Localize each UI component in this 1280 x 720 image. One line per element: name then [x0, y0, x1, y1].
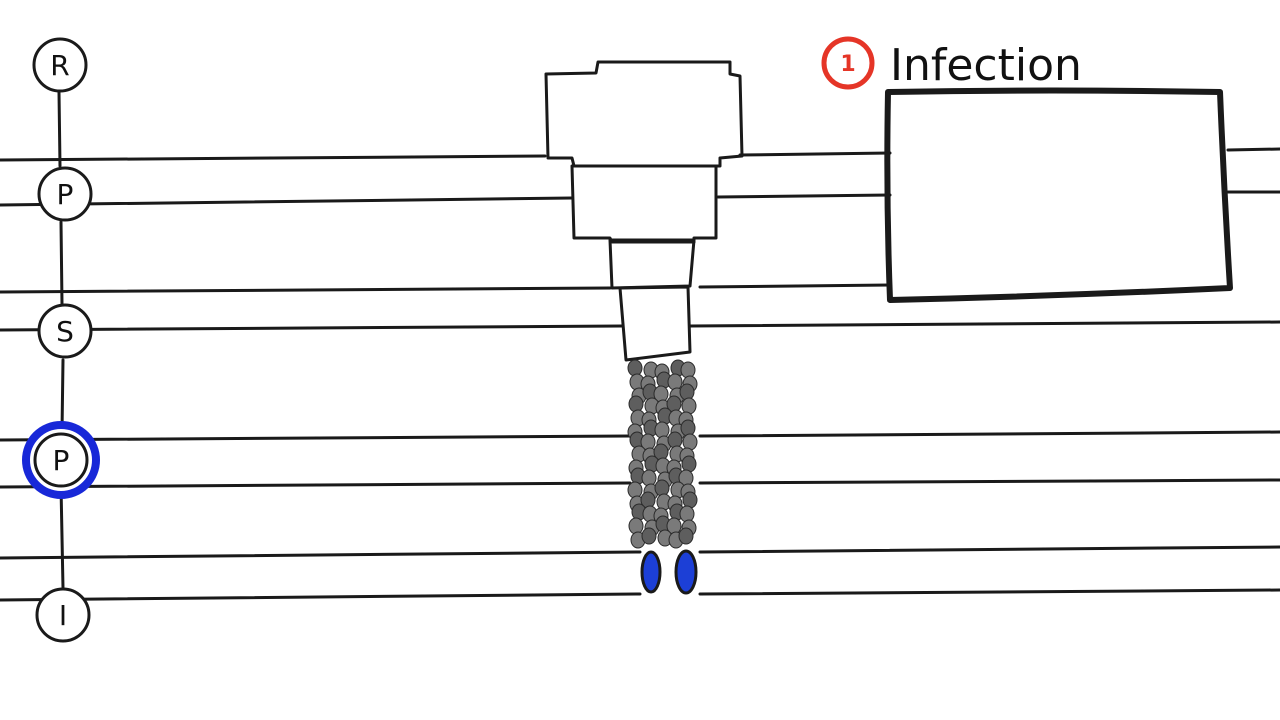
empty-content-box	[884, 87, 1233, 303]
stage-node-p-active-label: P	[53, 444, 70, 477]
stage-node-i-label: I	[59, 599, 67, 632]
figure-second-block	[570, 164, 718, 244]
cell	[628, 395, 644, 413]
cell	[682, 433, 698, 451]
stage-node-s-label: S	[56, 315, 74, 348]
cell	[627, 481, 643, 499]
step-title-text: Infection	[890, 40, 1082, 91]
cell	[627, 359, 643, 377]
stage-node-p-active[interactable]: P	[22, 421, 100, 499]
cell-cluster	[627, 359, 698, 549]
cell	[678, 527, 694, 545]
cell	[628, 517, 644, 535]
cell	[654, 479, 670, 497]
cell	[680, 419, 696, 437]
cell	[641, 469, 657, 487]
figure-fourth-block	[618, 285, 692, 362]
step-title: 1 Infection	[821, 36, 1082, 91]
stage-node-r[interactable]: R	[32, 37, 88, 93]
cell	[654, 421, 670, 439]
stage-track	[57, 90, 65, 590]
stacked-figure	[544, 60, 744, 595]
stage-node-s[interactable]: S	[37, 303, 93, 359]
cell	[679, 383, 695, 401]
cell	[667, 373, 683, 391]
stage-node-i[interactable]: I	[35, 587, 91, 643]
cell	[679, 505, 695, 523]
cell	[680, 361, 696, 379]
cell	[682, 491, 698, 509]
left-foot	[640, 550, 662, 594]
right-foot	[674, 549, 698, 595]
step-number-badge	[821, 36, 875, 90]
stage-node-r-label: R	[50, 49, 69, 82]
cell	[681, 455, 697, 473]
cell	[667, 431, 683, 449]
figure-third-block	[608, 238, 696, 290]
stage-node-p-first-label: P	[57, 178, 74, 211]
stage-node-p-first[interactable]: P	[37, 166, 93, 222]
figure-top-block	[544, 60, 744, 168]
cell	[641, 527, 657, 545]
cell	[681, 397, 697, 415]
step-number: 1	[840, 52, 855, 77]
